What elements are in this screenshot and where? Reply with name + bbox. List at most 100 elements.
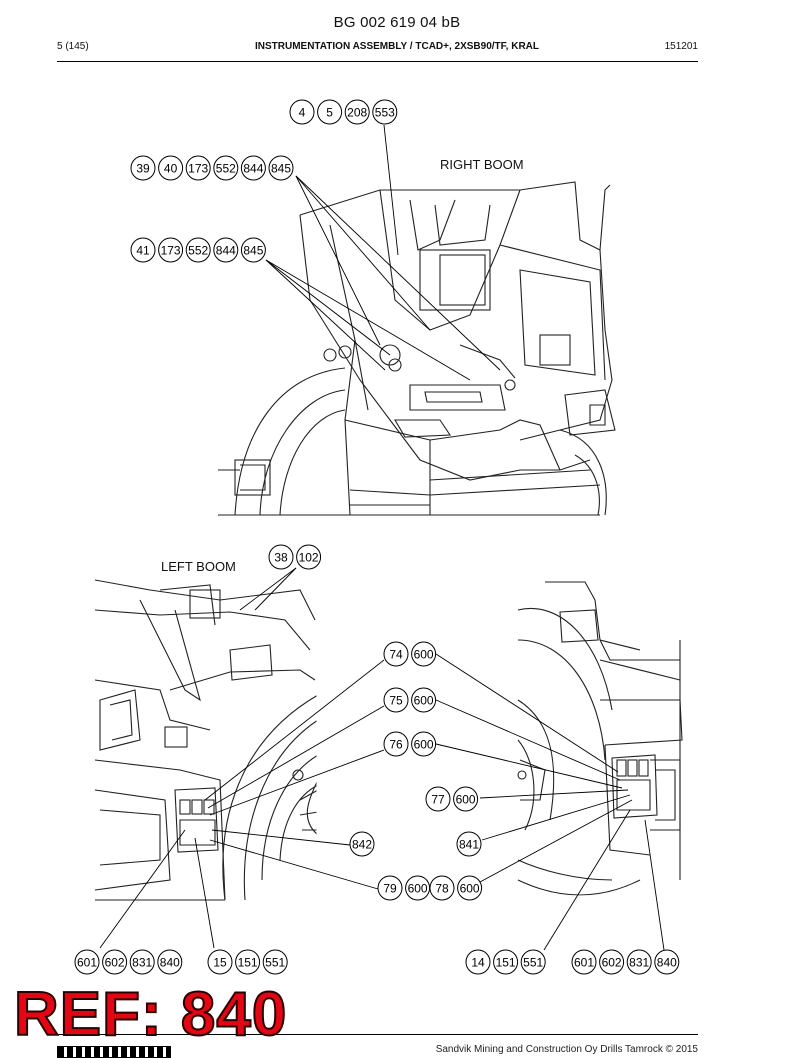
right-boom-label: RIGHT BOOM [440,157,524,172]
callout-balloon [74,949,100,975]
callout-number: 78 [435,881,449,895]
callout-balloon [383,731,409,757]
callout-number: 831 [629,955,649,969]
reference-stamp: REF: 840 [13,980,288,1049]
balloon-group: 75 600 [383,687,437,713]
callout-number: 602 [602,955,622,969]
callout-balloon [207,949,233,975]
balloon-group: 601 602 831 840 [74,949,183,975]
callout-number: 600 [414,693,434,707]
callout-number: 208 [347,105,367,119]
callout-balloon [262,949,288,975]
callout-number: 77 [431,792,445,806]
callout-number: 552 [188,243,208,257]
callout-balloon [129,949,155,975]
callout-balloon [654,949,680,975]
callout-number: 40 [164,161,178,175]
callout-number: 840 [657,955,677,969]
callout-balloon [157,949,183,975]
callout-number: 602 [105,955,125,969]
callout-balloon [185,155,211,181]
callout-number: 842 [352,837,372,851]
callout-number: 552 [216,161,236,175]
callout-balloon [240,155,266,181]
balloon-group: 4 5 208 553 [289,99,398,125]
callout-number: 600 [456,792,476,806]
section-title: INSTRUMENTATION ASSEMBLY / TCAD+, 2XSB90… [254,41,539,52]
balloon-group: 76 600 [383,731,437,757]
callout-number: 76 [389,737,403,751]
callout-balloon [240,237,266,263]
callout-number: 601 [77,955,97,969]
callout-number: 173 [188,161,208,175]
balloon-group: 841 [456,831,482,857]
callout-number: 75 [389,693,403,707]
callout-balloon [383,687,409,713]
balloon-group: 38 102 [268,544,322,570]
callout-balloon [130,155,156,181]
callout-balloon [296,544,322,570]
callout-number: 840 [160,955,180,969]
callout-balloon [213,155,239,181]
callout-balloon [268,544,294,570]
callout-number: 79 [383,881,397,895]
callout-balloon [289,99,315,125]
callout-number: 841 [459,837,479,851]
callout-number: 15 [213,955,227,969]
callout-number: 551 [265,955,285,969]
callout-number: 831 [132,955,152,969]
callout-number: 553 [375,105,395,119]
callout-balloon [411,641,437,667]
callout-balloon [493,949,519,975]
balloon-group: 74 600 [383,641,437,667]
callout-number: 5 [326,105,333,119]
callout-number: 600 [414,647,434,661]
callout-balloon [457,875,483,901]
callout-number: 551 [523,955,543,969]
callout-balloon [456,831,482,857]
balloon-group: 842 [349,831,375,857]
callout-number: 600 [408,881,428,895]
callout-balloon [453,786,479,812]
callout-number: 601 [574,955,594,969]
callout-number: 102 [299,550,319,564]
callout-number: 14 [471,955,485,969]
callout-number: 845 [271,161,291,175]
callout-number: 600 [414,737,434,751]
callout-number: 845 [243,243,263,257]
callout-balloon [411,687,437,713]
callout-balloon [383,641,409,667]
callout-number: 74 [389,647,403,661]
callout-balloon [317,99,343,125]
callout-number: 41 [136,243,150,257]
callout-balloon [235,949,261,975]
callout-balloon [344,99,370,125]
callout-number: 4 [299,105,306,119]
balloon-group: 77 600 [425,786,479,812]
callout-balloon [599,949,625,975]
callout-number: 39 [136,161,150,175]
callout-number: 173 [161,243,181,257]
document-date: 151201 [664,41,698,52]
callout-number: 38 [274,550,288,564]
callout-balloon [130,237,156,263]
callout-balloon [429,875,455,901]
callout-number: 844 [243,161,263,175]
left-boom-label: LEFT BOOM [161,559,236,574]
callout-number: 151 [238,955,258,969]
callout-balloon [465,949,491,975]
callout-balloon [213,237,239,263]
balloon-group: 15 151 551 [207,949,288,975]
balloon-group: 39 40 173 552 844 845 [130,155,294,181]
callout-balloon [411,731,437,757]
header-rule [57,61,698,62]
balloon-group: 79 600 [377,875,431,901]
callout-balloon [158,237,184,263]
callout-balloon [520,949,546,975]
callout-balloon [349,831,375,857]
callout-balloon [102,949,128,975]
callout-balloon [158,155,184,181]
page-number: 5 (145) [57,41,89,52]
